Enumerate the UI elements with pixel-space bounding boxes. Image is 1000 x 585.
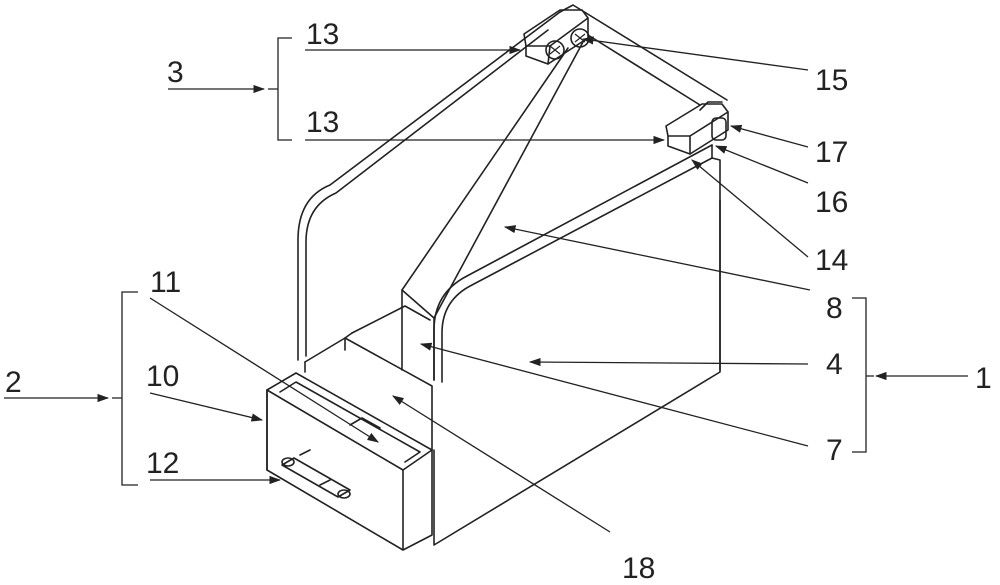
leader-18	[393, 396, 610, 532]
label-8: 8	[826, 292, 843, 325]
leader-11	[150, 298, 378, 442]
callout-labels: 13 3 13 15 17 16 14 8 4 7 1 11 2 10 12 1…	[5, 18, 992, 585]
hanging-strip	[402, 5, 727, 380]
label-12: 12	[146, 447, 179, 480]
bracket-1	[852, 298, 874, 452]
label-10: 10	[146, 360, 179, 393]
label-14: 14	[815, 244, 848, 277]
label-15: 15	[815, 64, 848, 97]
leader-4	[530, 362, 808, 364]
drawer-handle	[282, 450, 350, 498]
label-16: 16	[815, 186, 848, 219]
box-panel	[434, 145, 720, 545]
label-3: 3	[167, 56, 184, 89]
label-7: 7	[826, 434, 843, 467]
leader-17	[731, 126, 808, 147]
leader-15	[583, 39, 808, 70]
upper-clip	[524, 10, 589, 64]
drawer	[267, 306, 432, 550]
label-13-upper: 13	[306, 18, 339, 51]
device-body	[267, 5, 728, 550]
leader-10	[150, 393, 262, 420]
label-2: 2	[5, 366, 22, 399]
back-panel	[298, 12, 560, 360]
bracket-3	[268, 38, 292, 140]
label-17: 17	[815, 136, 848, 169]
leader-7	[421, 344, 808, 446]
label-11: 11	[150, 266, 181, 299]
label-13-lower: 13	[306, 106, 339, 139]
leader-14	[692, 160, 808, 257]
leader-8	[505, 227, 810, 290]
bracket-2	[112, 292, 138, 485]
leader-16	[716, 146, 808, 183]
label-1: 1	[975, 362, 992, 395]
label-18: 18	[622, 552, 655, 585]
label-4: 4	[826, 348, 843, 381]
lower-clip	[666, 102, 728, 154]
